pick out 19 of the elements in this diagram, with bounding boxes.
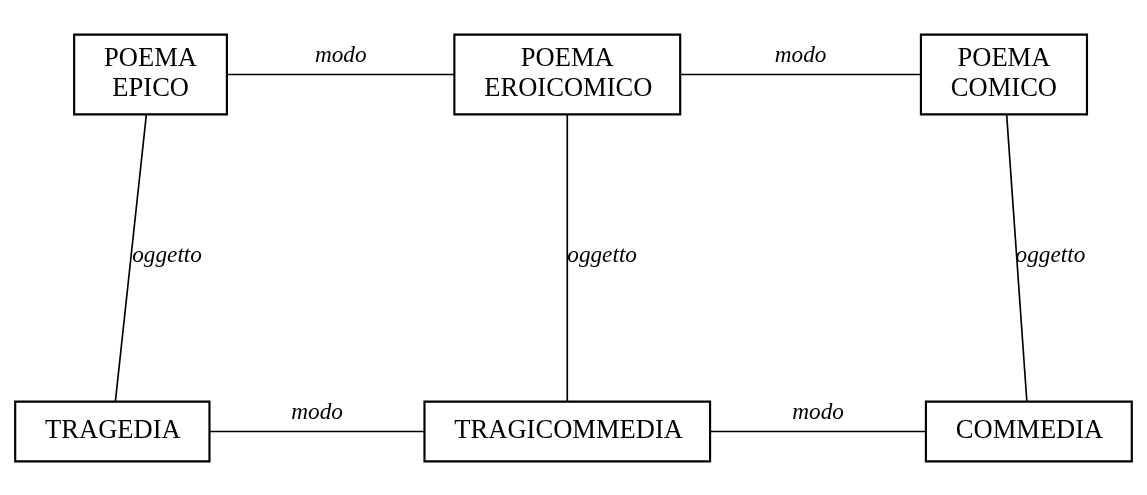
node-box: POEMA EPICO: [73, 33, 228, 115]
edge-label: modo: [291, 397, 343, 424]
connector: [209, 430, 425, 432]
node-box: POEMA COMICO: [919, 33, 1089, 115]
edge-label: modo: [774, 40, 827, 67]
connector: [679, 73, 922, 75]
node-box: POEMA EROICOMICO: [453, 33, 682, 115]
node-box: TRAGICOMMEDIA: [423, 400, 712, 462]
connector: [1005, 113, 1028, 402]
node-box: TRAGEDIA: [14, 400, 211, 462]
connector: [709, 430, 927, 432]
connector: [226, 73, 455, 75]
edge-label: modo: [314, 40, 367, 67]
connector: [566, 113, 569, 402]
connector: [114, 113, 148, 402]
edge-label: oggetto: [567, 240, 637, 267]
edge-label: modo: [792, 397, 844, 424]
node-box: COMMEDIA: [924, 400, 1133, 462]
edge-label: oggetto: [132, 240, 202, 267]
